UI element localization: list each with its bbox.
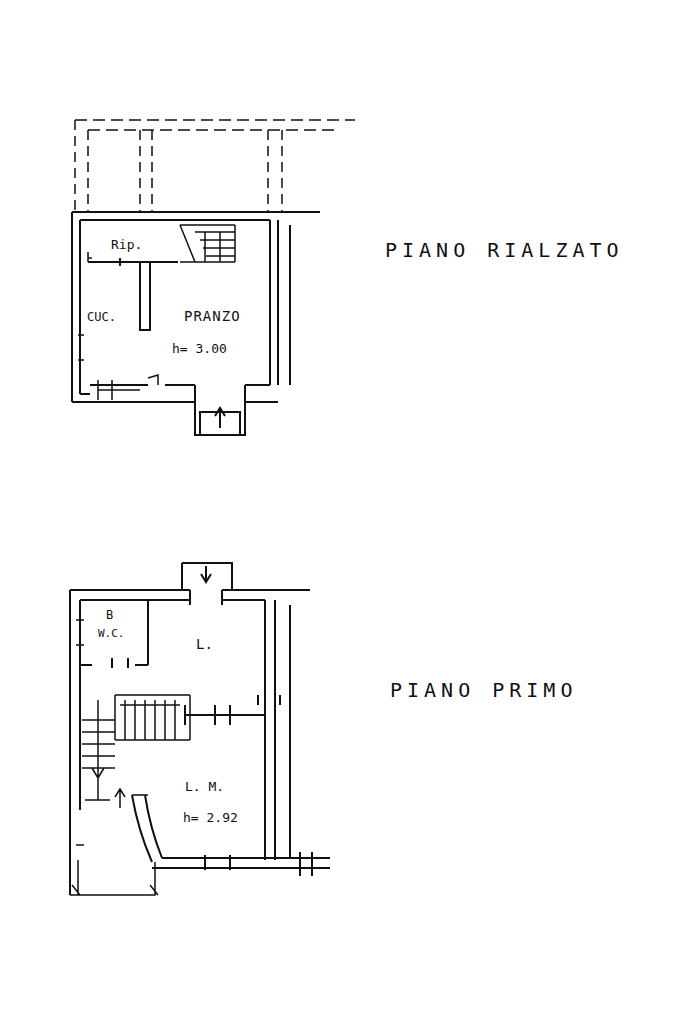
room-label: L.: [196, 637, 213, 651]
side-wall: [270, 220, 290, 385]
entrance: [195, 385, 245, 435]
side-wall: [265, 600, 290, 860]
first-floor-walls: [70, 563, 330, 895]
room-label: B: [106, 609, 113, 621]
dashed-outline: [75, 120, 355, 212]
kitchen-wall: [140, 262, 150, 330]
balcony-entrance: [182, 563, 232, 590]
front-wall: [72, 385, 278, 435]
room-label: Rip.: [111, 238, 142, 251]
stair-down: [82, 700, 115, 800]
room-label: L. M.: [185, 780, 224, 793]
dashed-column: [75, 120, 282, 212]
partition: [88, 258, 178, 266]
outer-wall: [70, 590, 80, 895]
partition: [185, 695, 280, 725]
curved-wall: [132, 795, 162, 862]
room-label: W.C.: [98, 628, 125, 639]
outer-wall: [72, 212, 320, 402]
ground-floor-walls: [72, 212, 320, 435]
wc-wall: [80, 600, 148, 668]
height-label: h= 3.00: [172, 342, 227, 355]
room-label: CUC.: [87, 311, 116, 323]
door-mark: [88, 252, 92, 262]
stair: [115, 695, 190, 740]
dashed-line: [75, 120, 355, 130]
balcony: [70, 620, 158, 895]
entrance-arrow: [215, 408, 225, 428]
window: [78, 335, 158, 400]
room-label: PRANZO: [184, 309, 241, 323]
floor-title: PIANO PRIMO: [390, 680, 577, 700]
height-label: h= 2.92: [183, 811, 238, 824]
front-wall: [152, 852, 330, 876]
door-arrow: [85, 789, 148, 808]
floor-title: PIANO RIALZATO: [385, 240, 624, 260]
stair: [180, 225, 235, 262]
